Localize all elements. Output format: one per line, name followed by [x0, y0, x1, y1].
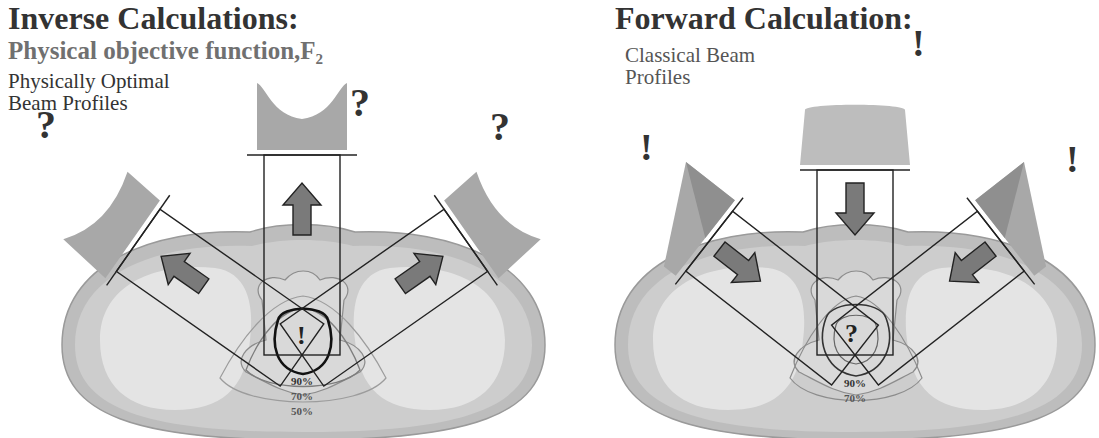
isodose-label: 90%	[291, 376, 313, 388]
target-mark: ?	[845, 320, 858, 347]
exclamation-mark: !	[640, 128, 653, 168]
exclamation-mark: !	[1066, 140, 1079, 180]
exclamation-mark: !	[912, 24, 925, 64]
profile-caption: Classical Beam Profiles	[625, 44, 795, 88]
question-mark: ?	[36, 104, 56, 146]
patient-body	[62, 225, 545, 438]
isodose-label: 90%	[844, 378, 866, 390]
isodose-label: 70%	[844, 393, 866, 405]
panel-heading: Inverse Calculations:	[8, 2, 299, 36]
question-mark: ?	[350, 82, 370, 124]
panel-subheading: Physical objective function,F₂	[8, 38, 323, 64]
beam-group	[623, 105, 1088, 399]
isodose-label: 50%	[291, 406, 313, 418]
target-mark: !	[297, 322, 306, 349]
beam-group	[56, 83, 548, 400]
isodose-label: 70%	[291, 391, 313, 403]
panel-heading: Forward Calculation:	[615, 2, 913, 36]
question-mark: ?	[490, 106, 510, 148]
